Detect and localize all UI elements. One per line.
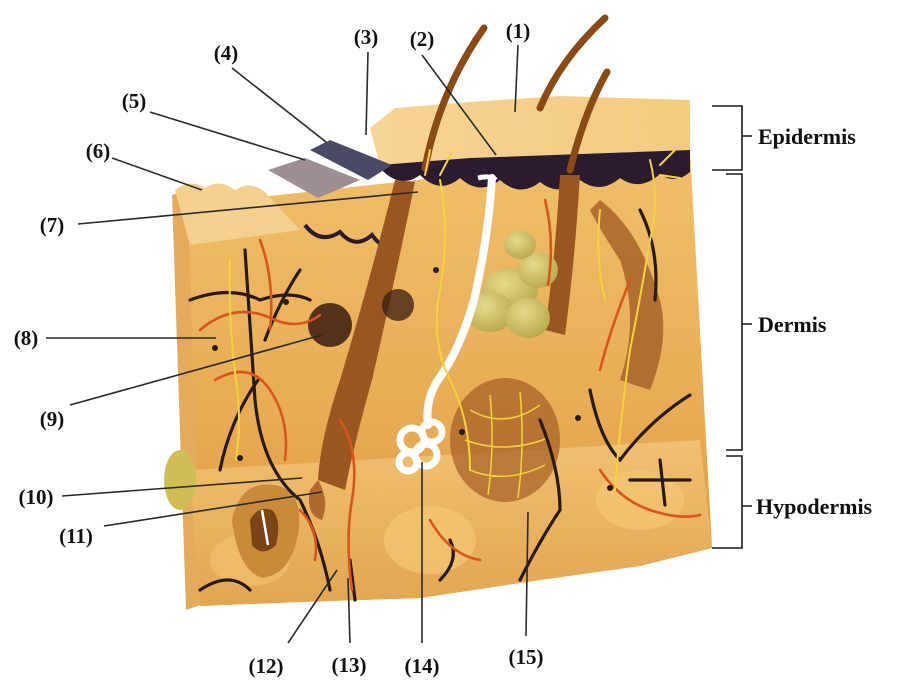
label-2: (2) bbox=[410, 27, 435, 51]
sebaceous-gland-dark bbox=[308, 303, 352, 347]
label-14: (14) bbox=[405, 654, 440, 678]
hypodermis-label: Hypodermis bbox=[756, 494, 873, 519]
label-6: (6) bbox=[86, 139, 111, 163]
epidermis-bracket bbox=[712, 106, 752, 170]
label-12: (12) bbox=[249, 654, 284, 678]
dermis-bracket bbox=[726, 174, 752, 450]
label-4: (4) bbox=[214, 41, 239, 65]
label-5: (5) bbox=[122, 89, 147, 113]
apocrine-gland bbox=[450, 378, 560, 502]
label-9: (9) bbox=[40, 407, 65, 431]
layer-brackets bbox=[712, 106, 752, 548]
label-13: (13) bbox=[332, 653, 367, 677]
dermis-label: Dermis bbox=[758, 312, 827, 337]
label-11: (11) bbox=[59, 524, 93, 548]
label-8: (8) bbox=[14, 326, 39, 350]
label-10: (10) bbox=[19, 485, 54, 509]
skin-block bbox=[164, 18, 712, 610]
label-15: (15) bbox=[509, 645, 544, 669]
hypodermis-bracket bbox=[712, 456, 752, 548]
epidermis-label: Epidermis bbox=[758, 124, 856, 149]
label-1: (1) bbox=[506, 19, 531, 43]
label-7: (7) bbox=[40, 213, 65, 237]
label-3: (3) bbox=[354, 25, 379, 49]
